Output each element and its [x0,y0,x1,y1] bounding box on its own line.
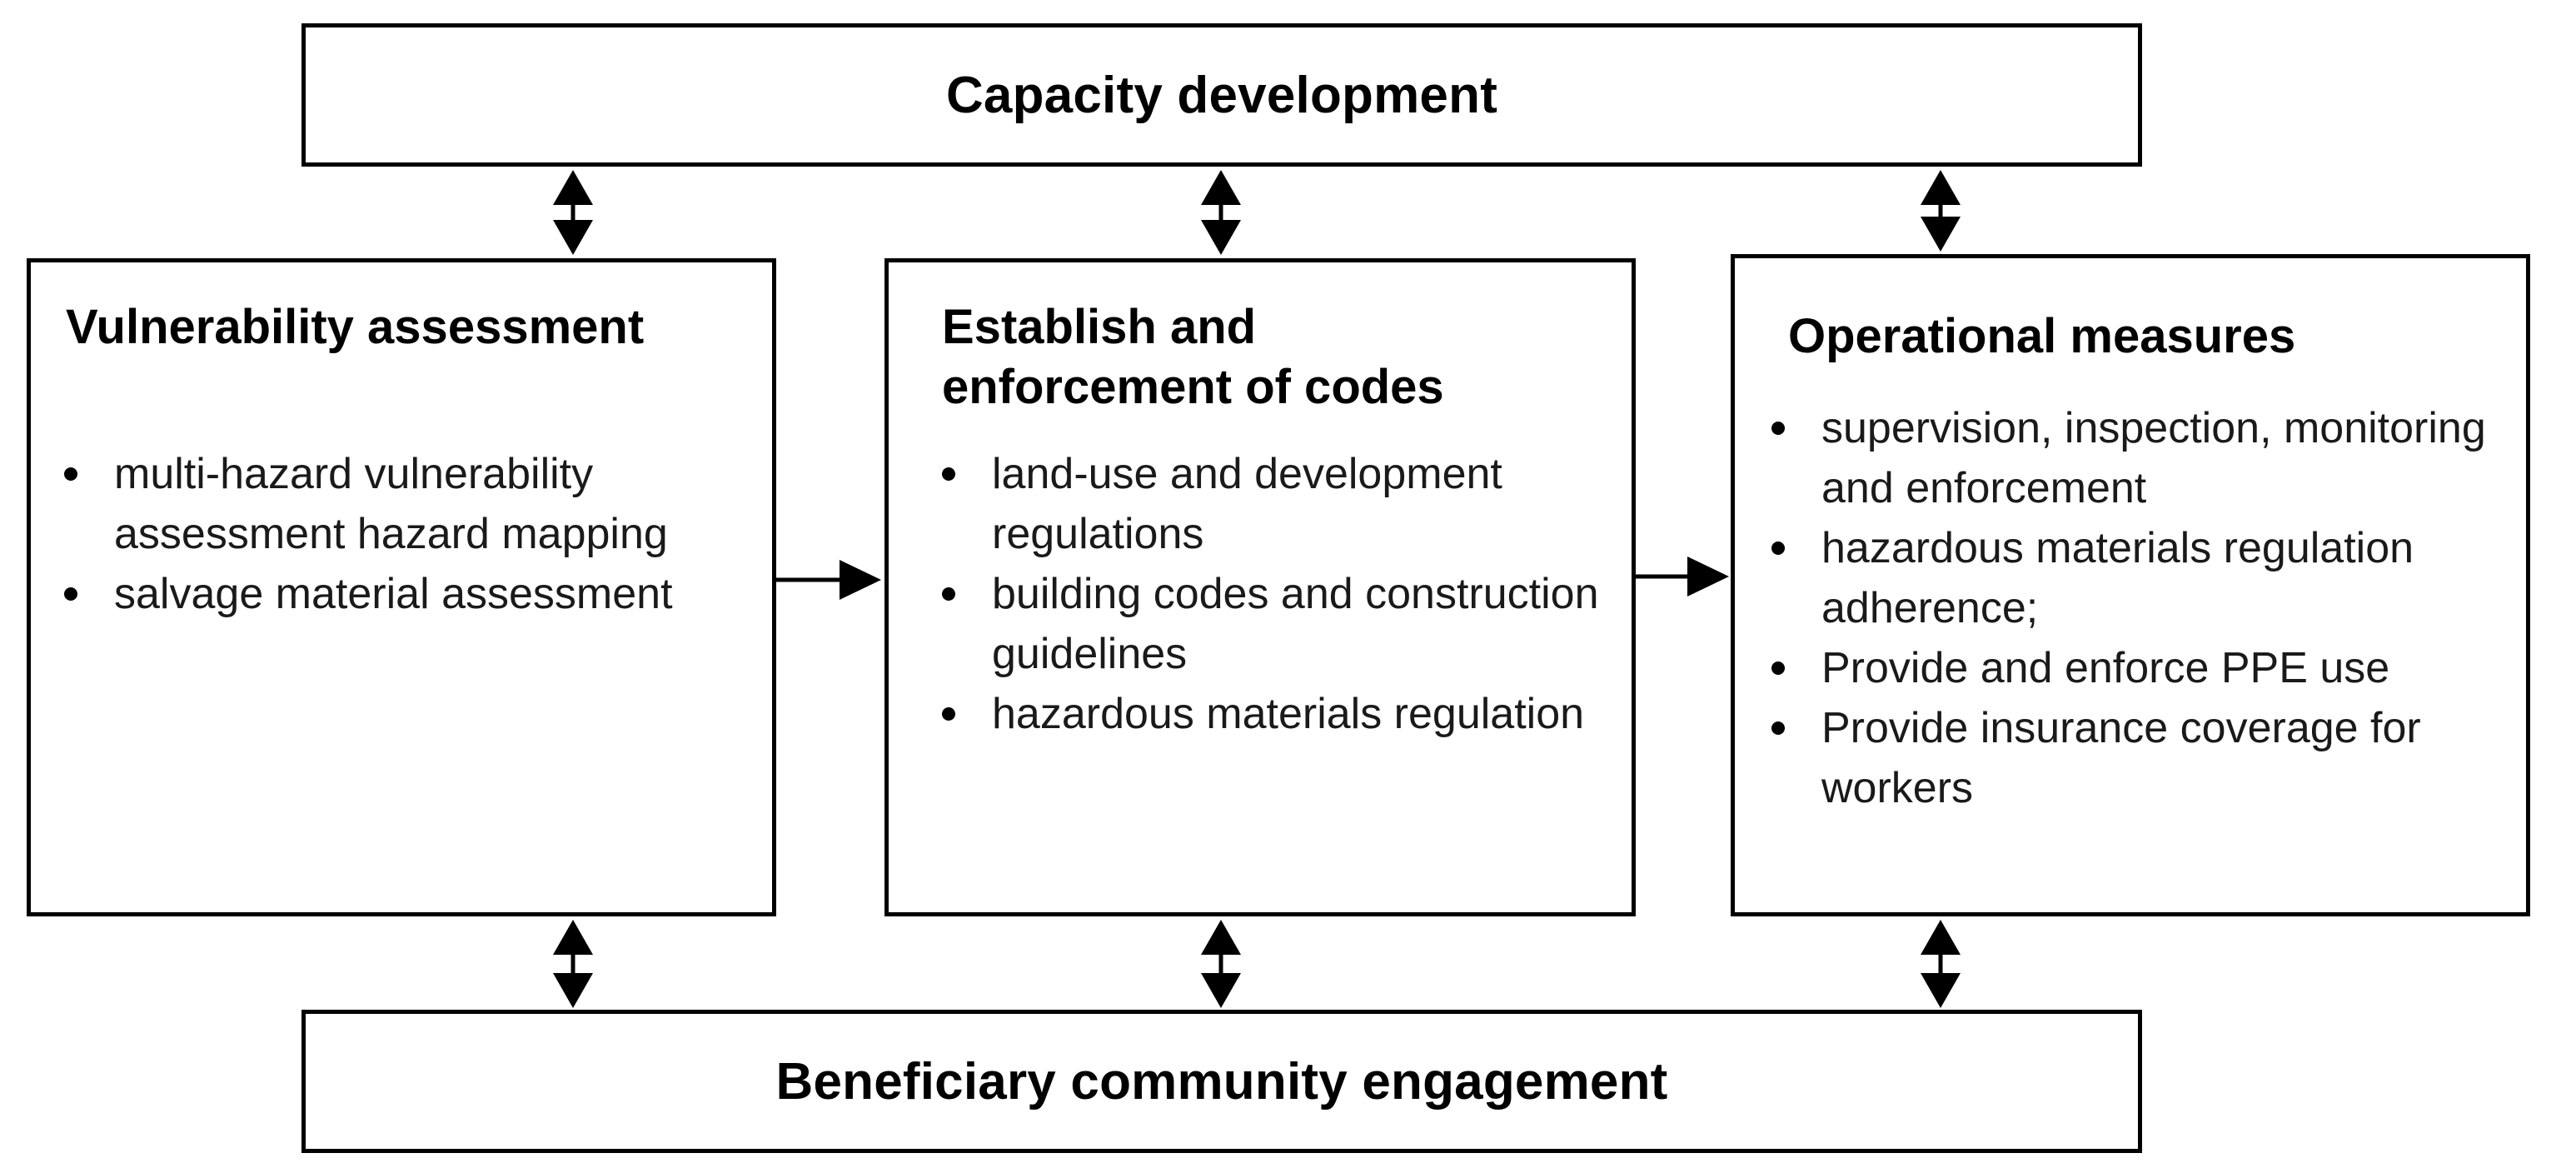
list-item: hazardous materials regulation adherence… [1771,518,2504,638]
vulnerability-assessment-panel: Vulnerability assessment multi-hazard vu… [27,258,776,916]
bullet-icon [942,587,955,601]
codes-enforcement-title: Establish and enforcement of codes [942,297,1444,417]
right-arrow-icon [1636,557,1729,596]
double-arrow-icon [1921,920,1961,1008]
double-arrow-icon [1921,170,1961,252]
vulnerability-assessment-title: Vulnerability assessment [66,297,644,357]
bullet-icon [64,587,77,601]
panel-title-line: Vulnerability assessment [66,300,645,354]
double-arrow-icon [1201,920,1241,1008]
capacity-development-box: Capacity development [301,23,2142,167]
list-item: salvage material assessment [64,564,755,624]
list-item: Provide insurance coverage for workers [1771,698,2504,818]
double-arrow-icon [1201,170,1241,255]
right-arrow-icon [776,560,881,600]
codes-enforcement-list: land-use and development regulations bui… [942,444,1608,744]
community-engagement-box: Beneficiary community engagement [301,1010,2142,1153]
bullet-icon [1771,721,1785,735]
panel-title-line: Establish and [942,300,1257,354]
bullet-icon [1771,542,1785,555]
panel-title-line: enforcement of codes [942,360,1444,414]
bullet-icon [942,467,955,481]
list-item: multi-hazard vulnerability assessment ha… [64,444,755,564]
community-engagement-label: Beneficiary community engagement [775,1052,1668,1111]
capacity-development-label: Capacity development [945,66,1498,124]
list-item: supervision, inspection, monitoring and … [1771,398,2504,518]
operational-measures-panel: Operational measures supervision, inspec… [1731,254,2530,916]
list-item: hazardous materials regulation [942,684,1608,744]
bullet-icon [64,467,77,481]
codes-enforcement-panel: Establish and enforcement of codes land-… [884,258,1636,916]
panel-title-line: Operational measures [1788,309,2296,363]
bullet-icon [1771,422,1785,435]
bullet-icon [1771,661,1785,675]
double-arrow-icon [553,920,593,1008]
vulnerability-assessment-list: multi-hazard vulnerability assessment ha… [64,444,755,624]
list-item: Provide and enforce PPE use [1771,638,2504,698]
list-item: land-use and development regulations [942,444,1608,564]
operational-measures-list: supervision, inspection, monitoring and … [1771,398,2504,818]
operational-measures-title: Operational measures [1788,307,2295,367]
double-arrow-icon [553,170,593,255]
bullet-icon [942,707,955,721]
list-item: building codes and construction guidelin… [942,564,1608,684]
